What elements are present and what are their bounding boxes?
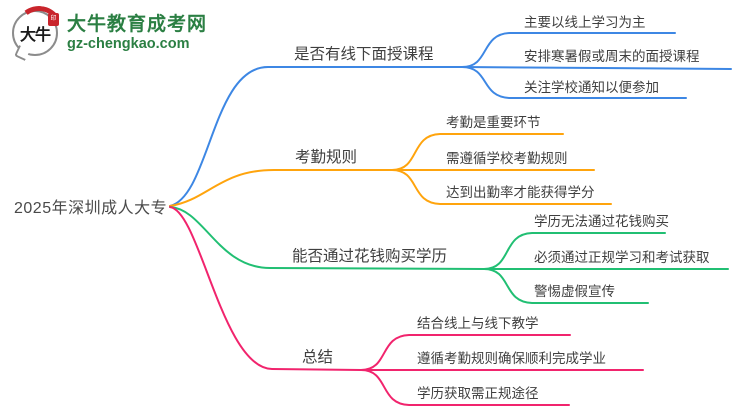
branch-line bbox=[169, 66, 463, 207]
leaf-line bbox=[360, 369, 570, 406]
leaf-line bbox=[391, 133, 564, 171]
leaf-line bbox=[360, 334, 571, 371]
leaf-node[interactable]: 必须通过正规学习和考试获取 bbox=[534, 250, 710, 265]
leaf-line bbox=[461, 66, 732, 70]
logo-text-block: 大牛教育成考网 gz-chengkao.com bbox=[67, 14, 207, 53]
leaf-node[interactable]: 关注学校通知以便参加 bbox=[524, 80, 659, 95]
leaf-line bbox=[483, 232, 666, 270]
branch-line bbox=[169, 169, 393, 207]
leaf-node[interactable]: 结合线上与线下教学 bbox=[417, 316, 539, 331]
root-node[interactable]: 2025年深圳成人大专 bbox=[14, 200, 168, 217]
branch-lines-attendance bbox=[169, 133, 612, 207]
branch-node-attendance[interactable]: 考勤规则 bbox=[295, 149, 358, 166]
leaf-line bbox=[461, 66, 687, 99]
branch-lines-buy-diploma bbox=[169, 206, 729, 304]
leaf-node[interactable]: 考勤是重要环节 bbox=[446, 115, 541, 130]
leaf-node[interactable]: 安排寒暑假或周末的面授课程 bbox=[524, 49, 700, 64]
leaf-node[interactable]: 主要以线上学习为主 bbox=[524, 15, 646, 30]
logo-seal-icon: 印 bbox=[48, 13, 59, 26]
branch-lines-summary bbox=[169, 206, 644, 406]
site-name: 大牛教育成考网 bbox=[67, 13, 208, 35]
site-logo[interactable]: 大牛 印 大牛教育成考网 gz-chengkao.com bbox=[11, 2, 207, 61]
leaf-node[interactable]: 遵循考勤规则确保顺利完成学业 bbox=[417, 351, 606, 366]
leaf-line bbox=[461, 32, 676, 68]
branch-node-summary[interactable]: 总结 bbox=[302, 349, 334, 366]
branch-node-online-courses[interactable]: 是否有线下面授课程 bbox=[294, 46, 434, 63]
branch-line bbox=[169, 206, 362, 371]
logo-bubble-icon: 大牛 印 bbox=[11, 2, 67, 61]
leaf-line bbox=[391, 169, 612, 205]
leaf-line bbox=[483, 268, 649, 304]
branch-lines-online-courses bbox=[169, 32, 732, 207]
leaf-node[interactable]: 学历无法通过花钱购买 bbox=[534, 214, 669, 229]
branch-node-buy-diploma[interactable]: 能否通过花钱购买学历 bbox=[292, 248, 448, 265]
leaf-node[interactable]: 达到出勤率才能获得学分 bbox=[446, 185, 595, 200]
leaf-node[interactable]: 警惕虚假宣传 bbox=[534, 284, 615, 299]
leaf-node[interactable]: 需遵循学校考勤规则 bbox=[446, 151, 568, 166]
leaf-node[interactable]: 学历获取需正规途径 bbox=[417, 386, 539, 401]
site-domain: gz-chengkao.com bbox=[67, 35, 190, 52]
branch-line bbox=[169, 206, 485, 270]
